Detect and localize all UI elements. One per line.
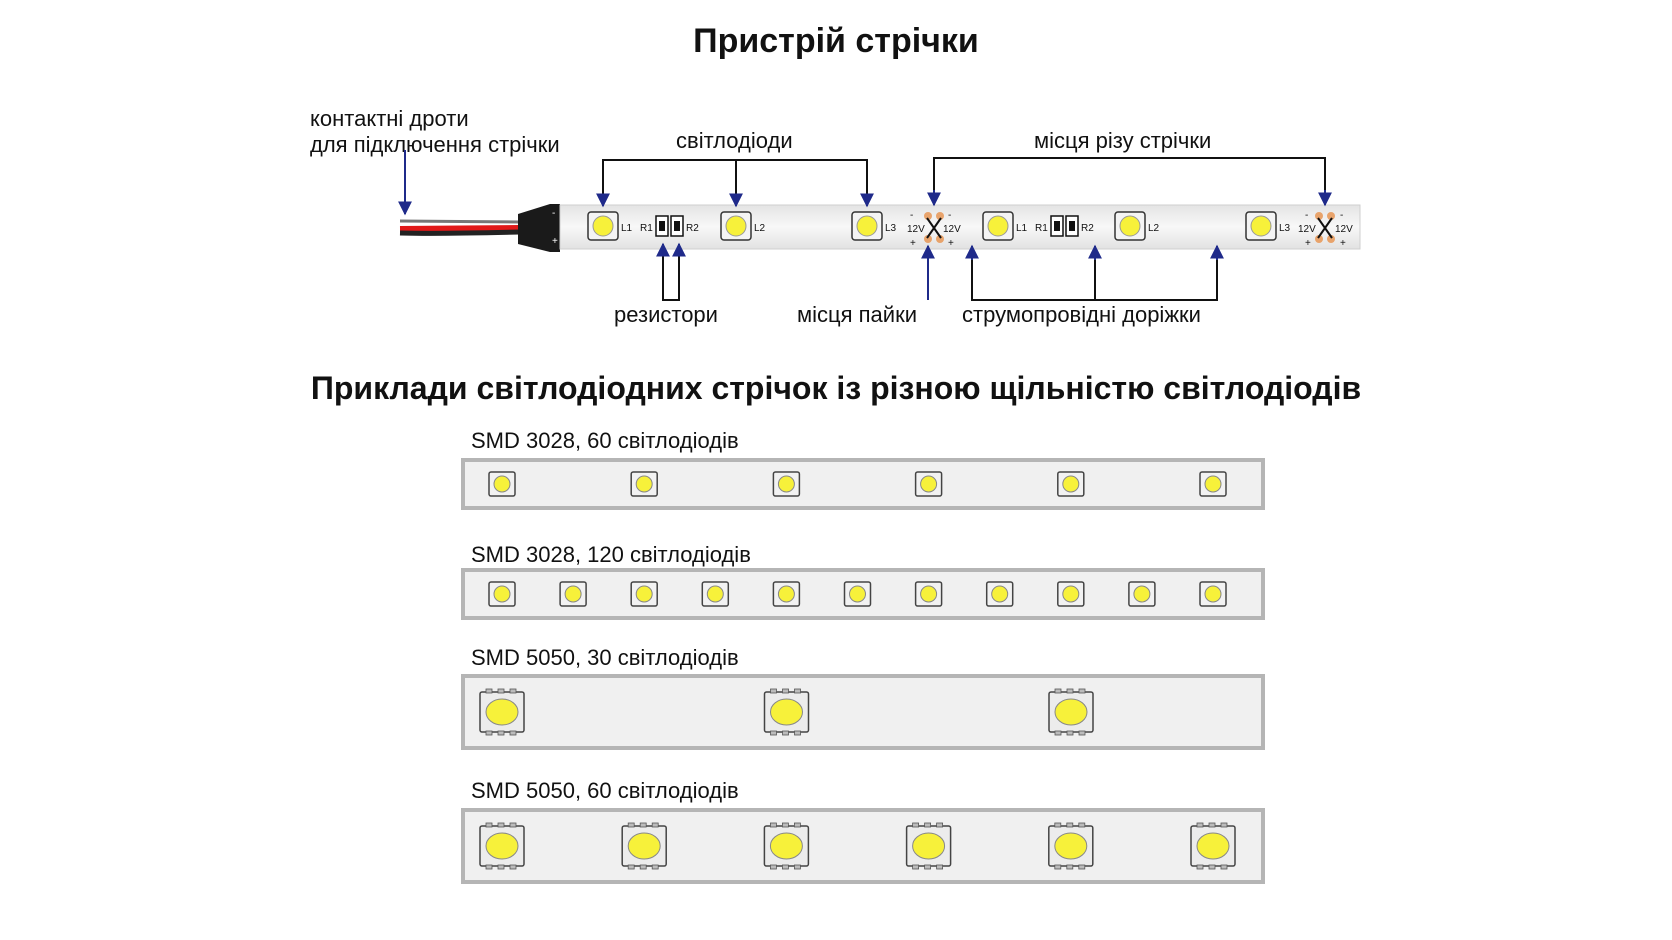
l3-mark-2: L3 bbox=[1279, 223, 1291, 234]
example-strip-1 bbox=[461, 458, 1265, 510]
cut-point-1: - 12V + 12V - + bbox=[907, 210, 961, 249]
cut2-minus-r: - bbox=[1340, 210, 1343, 221]
cut2-plus: + bbox=[1305, 238, 1311, 249]
resistor-r2 bbox=[670, 215, 684, 237]
cut1-plus-r: + bbox=[948, 238, 954, 249]
example-strip-4 bbox=[461, 808, 1265, 884]
example-label-1: SMD 3028, 60 світлодіодів bbox=[471, 428, 739, 453]
led-l1-2 bbox=[982, 211, 1014, 241]
cut1-12v-left: 12V bbox=[907, 224, 925, 235]
example-led bbox=[1199, 581, 1227, 607]
leds-label: світлодіоди bbox=[676, 128, 793, 153]
resistor-r1-2 bbox=[1050, 215, 1064, 237]
heat-shrink-connector bbox=[518, 204, 560, 252]
example-label-3: SMD 5050, 30 світлодіодів bbox=[471, 645, 739, 670]
led-l1 bbox=[587, 211, 619, 241]
example-led bbox=[772, 471, 801, 497]
example-led bbox=[914, 581, 943, 607]
resistors-label: резистори bbox=[614, 302, 718, 327]
tracks-label: струмопровідні доріжки bbox=[962, 302, 1201, 327]
example-led bbox=[1190, 822, 1236, 870]
example-led bbox=[488, 471, 516, 497]
example-led bbox=[630, 581, 658, 607]
strip-segment-1: L1 R1 R2 L2 L3 bbox=[587, 211, 897, 241]
cut2-12v-left: 12V bbox=[1298, 224, 1316, 235]
solder-points-label: місця пайки bbox=[797, 302, 917, 327]
examples-title: Приклади світлодіодних стрічок із різною… bbox=[310, 370, 1362, 406]
l1-mark-2: L1 bbox=[1016, 223, 1028, 234]
cut-points-label: місця різу стрічки bbox=[1034, 128, 1212, 153]
l2-mark-2: L2 bbox=[1148, 223, 1160, 234]
wires-label-line2: для підключення стрічки bbox=[310, 132, 560, 157]
led-l2-2 bbox=[1114, 211, 1146, 241]
r2-mark: R2 bbox=[686, 223, 699, 234]
strip-body bbox=[559, 204, 1361, 250]
example-led bbox=[985, 581, 1014, 607]
example-led bbox=[763, 688, 810, 736]
r2-mark-2: R2 bbox=[1081, 223, 1094, 234]
example-led bbox=[1048, 822, 1094, 870]
example-led bbox=[763, 822, 810, 870]
strip-segment-2: L1 R1 R2 L2 L3 bbox=[982, 211, 1291, 241]
example-led bbox=[1057, 581, 1085, 607]
led-l2 bbox=[720, 211, 752, 241]
l1-mark: L1 bbox=[621, 223, 633, 234]
annotation-lines bbox=[398, 150, 1332, 301]
example-strips bbox=[461, 458, 1265, 884]
example-led bbox=[479, 688, 525, 736]
example-led bbox=[1199, 471, 1227, 497]
resistors-bracket bbox=[662, 244, 680, 301]
example-led bbox=[1057, 471, 1085, 497]
wires-label-line1: контактні дроти bbox=[310, 106, 469, 131]
example-led bbox=[559, 581, 587, 607]
example-led bbox=[479, 822, 525, 870]
cut1-minus-r: - bbox=[948, 210, 951, 221]
l2-mark: L2 bbox=[754, 223, 766, 234]
led-l3 bbox=[851, 211, 883, 241]
strip-minus-mark: - bbox=[552, 208, 555, 219]
r1-mark: R1 bbox=[640, 223, 653, 234]
cut2-minus: - bbox=[1305, 210, 1308, 221]
example-led bbox=[772, 581, 801, 607]
example-led bbox=[488, 581, 516, 607]
example-led bbox=[701, 581, 730, 607]
strip-plus-mark: + bbox=[552, 236, 558, 247]
example-label-4: SMD 5050, 60 світлодіодів bbox=[471, 778, 739, 803]
contact-wires: - + bbox=[399, 204, 560, 252]
example-led bbox=[843, 581, 872, 607]
example-led bbox=[621, 822, 667, 870]
l3-mark: L3 bbox=[885, 223, 897, 234]
cut2-12v-right: 12V bbox=[1335, 224, 1353, 235]
page-title: Пристрій стрічки bbox=[693, 22, 979, 60]
example-led bbox=[1048, 688, 1094, 736]
r1-mark-2: R1 bbox=[1035, 223, 1048, 234]
example-label-2: SMD 3028, 120 світлодіодів bbox=[471, 542, 751, 567]
example-led bbox=[630, 471, 658, 497]
example-strip-3 bbox=[461, 674, 1265, 750]
cut-point-2: - 12V + 12V - + bbox=[1298, 210, 1353, 249]
cut1-plus: + bbox=[910, 238, 916, 249]
cut2-plus-r: + bbox=[1340, 238, 1346, 249]
example-led bbox=[905, 822, 952, 870]
resistor-r1 bbox=[655, 215, 669, 237]
led-l3-2 bbox=[1245, 211, 1277, 241]
example-led bbox=[914, 471, 943, 497]
example-led bbox=[1128, 581, 1156, 607]
cut1-12v-right: 12V bbox=[943, 224, 961, 235]
resistor-r2-2 bbox=[1065, 215, 1079, 237]
cut-points-bracket bbox=[933, 157, 1326, 200]
cut1-minus: - bbox=[910, 210, 913, 221]
